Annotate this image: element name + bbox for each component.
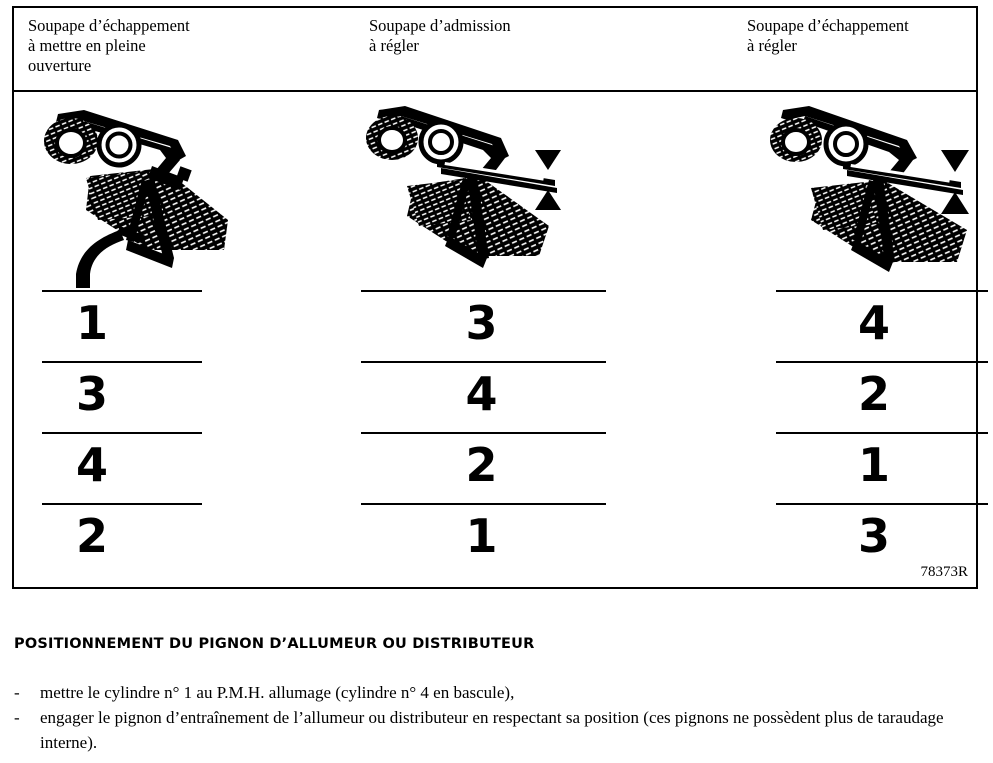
cylinder-order-item: 3 [776, 503, 988, 574]
cylinder-order-item: 2 [42, 503, 202, 574]
cylinder-number: 4 [465, 367, 498, 421]
cylinder-order-list-3: 4 2 1 3 [776, 290, 988, 574]
instruction-item: - engager le pignon d’entraînement de l’… [14, 705, 979, 755]
order-divider [776, 290, 988, 292]
order-divider [361, 290, 606, 292]
valve-column-1: 1 3 4 2 [14, 92, 349, 587]
order-divider [42, 361, 202, 363]
order-divider [361, 432, 606, 434]
cylinder-number: 4 [857, 296, 890, 350]
cylinder-number: 3 [857, 509, 890, 563]
cylinder-order-item: 4 [42, 432, 202, 503]
cylinder-order-item: 1 [361, 503, 606, 574]
cylinder-number: 2 [465, 438, 498, 492]
cylinder-number: 1 [75, 296, 108, 350]
cylinder-order-list-1: 1 3 4 2 [42, 290, 202, 574]
rocker-arm-full-open-diagram [28, 98, 238, 288]
cylinder-order-item: 4 [776, 290, 988, 361]
column-header-intake-adjust: Soupape d’admission à régler [369, 16, 511, 55]
table-header-row: Soupape d’échappement à mettre en pleine… [14, 8, 976, 92]
cylinder-number: 1 [465, 509, 498, 563]
cylinder-order-item: 4 [361, 361, 606, 432]
order-divider [42, 432, 202, 434]
order-divider [361, 361, 606, 363]
order-divider [776, 361, 988, 363]
cylinder-number: 1 [857, 438, 890, 492]
cylinder-number: 3 [465, 296, 498, 350]
valve-column-3: 4 2 1 3 [739, 92, 988, 587]
order-divider [361, 503, 606, 505]
instruction-text: engager le pignon d’entraînement de l’al… [40, 708, 944, 752]
cylinder-number: 3 [75, 367, 108, 421]
order-divider [776, 503, 988, 505]
cylinder-number: 4 [75, 438, 108, 492]
valve-column-2: 3 4 2 1 [349, 92, 739, 587]
order-divider [42, 290, 202, 292]
order-divider [42, 503, 202, 505]
table-body: 1 3 4 2 [14, 92, 988, 587]
order-divider [776, 432, 988, 434]
instructions-heading: POSITIONNEMENT DU PIGNON D’ALLUMEUR OU D… [14, 636, 535, 652]
column-header-exhaust-adjust: Soupape d’échappement à régler [747, 16, 909, 55]
instruction-item: - mettre le cylindre n° 1 au P.M.H. allu… [14, 680, 979, 705]
cylinder-number: 2 [857, 367, 890, 421]
cylinder-order-item: 3 [361, 290, 606, 361]
cylinder-order-item: 2 [776, 361, 988, 432]
figure-reference-code: 78373R [920, 564, 968, 580]
cylinder-number: 2 [75, 509, 108, 563]
bullet-dash-icon: - [14, 708, 20, 727]
valve-adjustment-table: Soupape d’échappement à mettre en pleine… [12, 6, 988, 589]
cylinder-order-item: 1 [42, 290, 202, 361]
instruction-text: mettre le cylindre n° 1 au P.M.H. alluma… [40, 683, 515, 702]
instructions-section: POSITIONNEMENT DU PIGNON D’ALLUMEUR OU D… [14, 636, 979, 755]
cylinder-order-item: 2 [361, 432, 606, 503]
cylinder-order-item: 1 [776, 432, 988, 503]
rocker-arm-feeler-gauge-diagram [359, 98, 604, 288]
column-header-exhaust-full-open: Soupape d’échappement à mettre en pleine… [28, 16, 190, 75]
cylinder-order-item: 3 [42, 361, 202, 432]
cylinder-order-list-2: 3 4 2 1 [361, 290, 606, 574]
bullet-dash-icon: - [14, 683, 20, 702]
rocker-arm-feeler-gauge-diagram [761, 98, 993, 288]
